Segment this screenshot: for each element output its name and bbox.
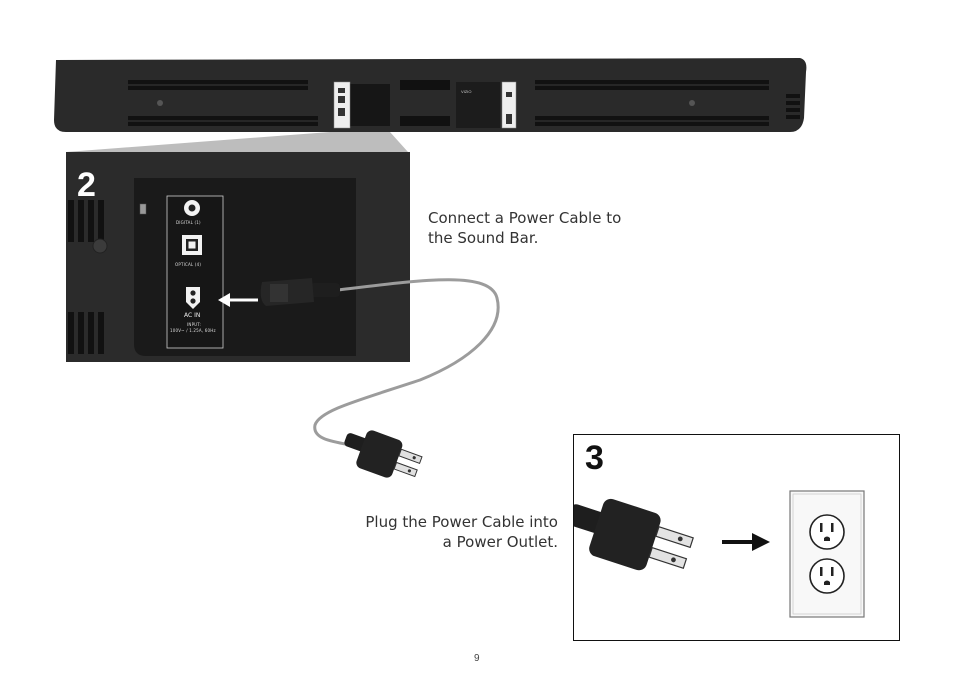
optical-port-icon — [182, 235, 202, 255]
step3-number: 3 — [585, 439, 604, 477]
power-plug-icon — [344, 430, 423, 478]
step3-illustration — [574, 490, 865, 618]
brand-logo: VIZIO — [461, 89, 471, 94]
step2-caption: Connect a Power Cable to the Sound Bar. — [428, 208, 621, 248]
step2-closeup — [66, 152, 410, 362]
rating-label: 100V~ / 1.25A, 60Hz — [170, 328, 216, 333]
step2-caption-line2: the Sound Bar. — [428, 229, 539, 247]
arrow-left-icon — [218, 293, 258, 307]
c13-connector — [260, 278, 340, 306]
step3-caption-line2: a Power Outlet. — [442, 533, 558, 551]
step3-caption-line1: Plug the Power Cable into — [365, 513, 558, 531]
step2-number: 2 — [77, 166, 96, 204]
power-plug-icon — [574, 498, 694, 571]
optical-port-label: OPTICAL (4) — [175, 262, 202, 267]
coaxial-port-icon — [184, 200, 200, 216]
ac-in-port-icon — [186, 287, 200, 309]
soundbar-illustration: VIZIO — [54, 58, 807, 152]
ac-in-label: AC IN — [184, 312, 201, 319]
page-number: 9 — [474, 653, 480, 664]
zoom-wedge — [66, 132, 408, 152]
step3-caption: Plug the Power Cable into a Power Outlet… — [330, 512, 558, 552]
wall-outlet-icon — [789, 490, 865, 618]
input-label: INPUT: — [187, 322, 202, 327]
arrow-right-icon — [722, 533, 770, 551]
digital-port-label: DIGITAL (1) — [176, 220, 201, 225]
soundbar-body — [54, 58, 807, 132]
step2-caption-line1: Connect a Power Cable to — [428, 209, 622, 227]
